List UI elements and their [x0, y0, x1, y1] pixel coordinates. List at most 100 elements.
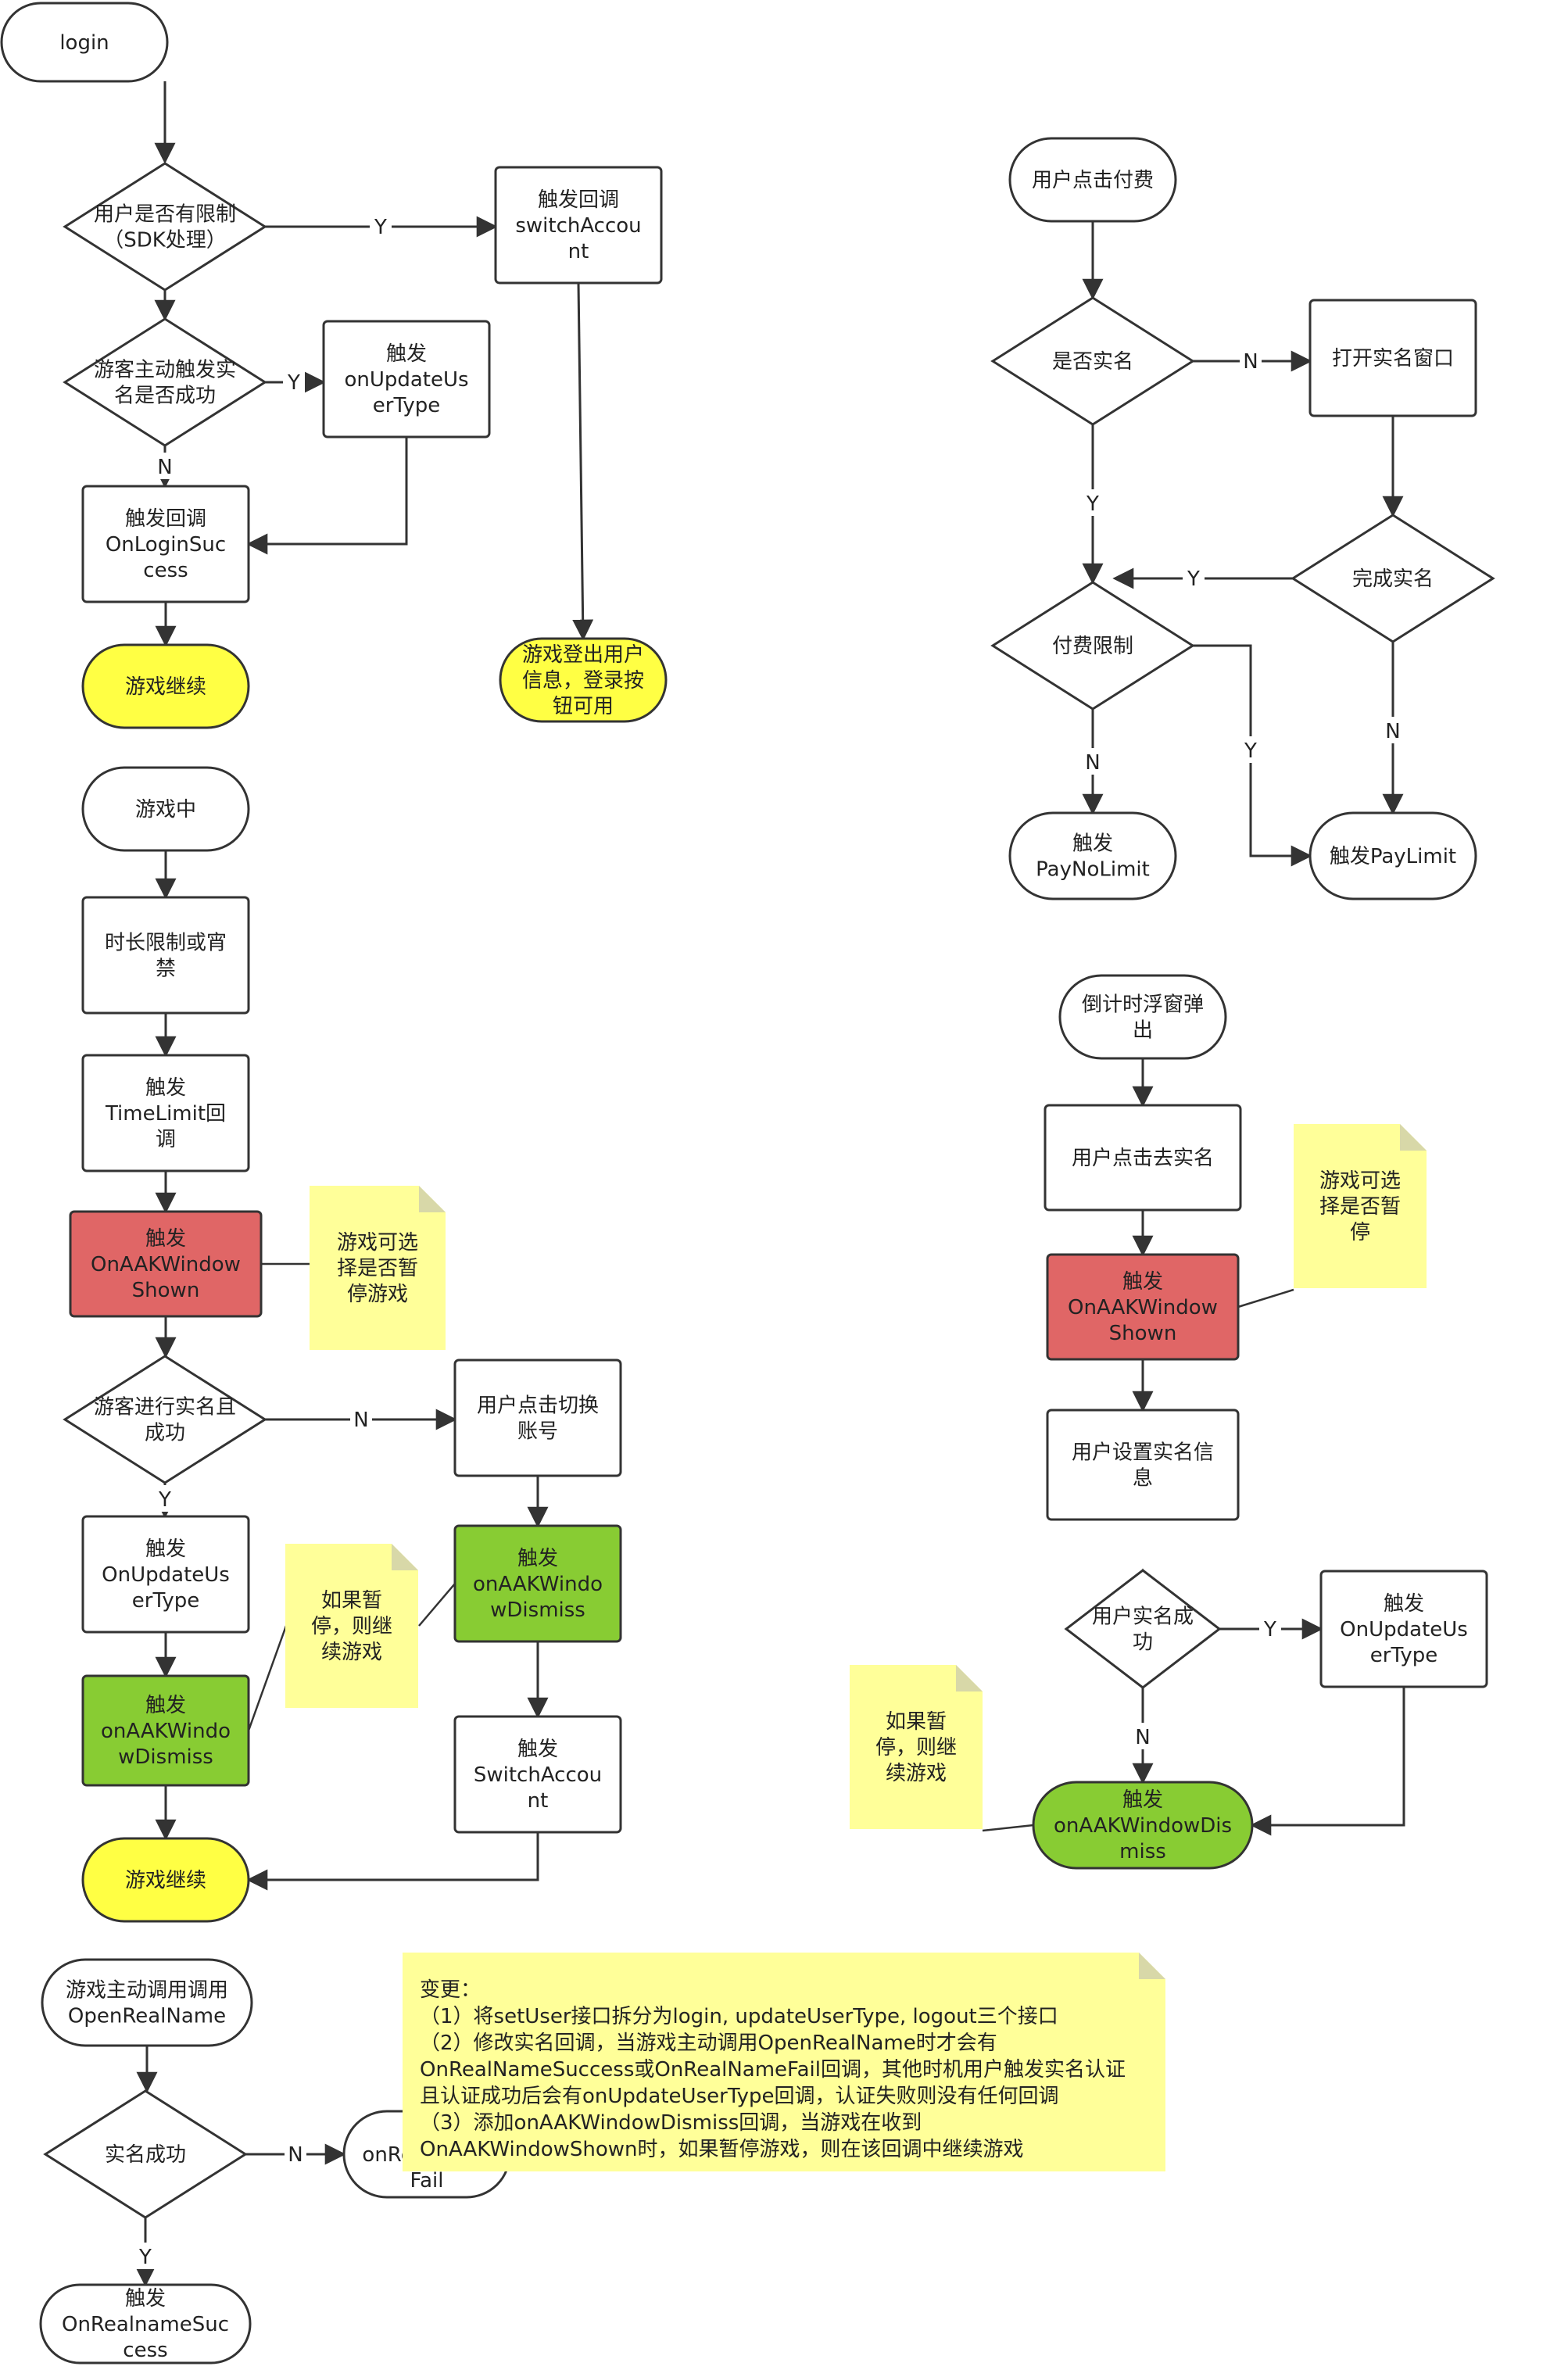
node-label: OnAAKWindow — [91, 1253, 241, 1276]
node-label: OnUpdateUs — [102, 1563, 230, 1587]
node-label: OnAAKWindow — [1068, 1296, 1218, 1319]
terminator-shape — [39, 2283, 252, 2364]
note-line: 变更： — [420, 1978, 481, 2002]
flow-arrow — [246, 437, 408, 555]
node-realname-complete: 完成实名 — [1291, 514, 1495, 643]
node-realname-success: 实名成功 — [43, 2089, 248, 2219]
note-line: 停 — [1350, 1221, 1370, 1244]
node-in-game: 游戏中 — [81, 766, 250, 852]
edge-label-bg — [285, 2140, 306, 2167]
node-label: OnRealnameSuc — [62, 2313, 229, 2336]
node-label: 游戏登出用户 — [522, 643, 644, 667]
node-user-click-pay: 用户点击付费 — [1008, 137, 1177, 223]
node-label: 触发 — [145, 1227, 186, 1251]
decision-shape — [990, 581, 1195, 711]
terminator-shape — [1008, 811, 1177, 900]
note-line: 择是否暂 — [337, 1257, 418, 1280]
decision-shape — [1291, 514, 1495, 643]
node-game-continue-2: 游戏继续 — [81, 1837, 250, 1923]
flow-arrow — [572, 282, 594, 641]
process-shape — [69, 1210, 263, 1318]
node-user-restricted: 用户是否有限制（SDK处理） — [63, 162, 267, 292]
node-label: 游戏继续 — [125, 1869, 206, 1892]
node-pay-limit: 付费限制 — [990, 581, 1195, 711]
node-label: Shown — [132, 1279, 200, 1302]
process-shape — [1319, 1570, 1488, 1688]
node-label: nt — [528, 1789, 549, 1813]
note-shape — [285, 1544, 418, 1708]
process-shape — [1044, 1104, 1242, 1212]
node-label: OpenRealName — [68, 2005, 226, 2028]
node-label: 用户点击去实名 — [1072, 1147, 1214, 1170]
node-label: 触发 — [125, 2287, 166, 2311]
note-line: OnAAKWindowShown时，如果暂停游戏，则在该回调中继续游戏 — [420, 2138, 1024, 2161]
note-line: 停，则继 — [875, 1736, 957, 1759]
process-shape — [1046, 1409, 1240, 1521]
node-label: 完成实名 — [1352, 567, 1434, 591]
note-line: 游戏可选 — [337, 1231, 418, 1255]
node-is-realname: 是否实名 — [990, 296, 1195, 426]
terminator-shape — [1008, 137, 1177, 223]
flow-arrow — [1250, 1687, 1405, 1836]
node-label: 是否实名 — [1052, 350, 1133, 374]
edge-label-bg — [134, 2243, 156, 2269]
note-shape — [850, 1665, 983, 1829]
node-label: onUpdateUs — [344, 368, 468, 392]
node-label: 触发 — [1122, 1788, 1163, 1812]
process-shape — [81, 1515, 250, 1634]
node-label: PayNoLimit — [1036, 858, 1150, 882]
decision-shape — [63, 1355, 267, 1484]
edge-label-yes: Y — [1244, 739, 1257, 763]
node-label: 触发 — [1384, 1592, 1424, 1616]
process-shape — [81, 485, 250, 603]
node-label: 触发 — [145, 1694, 186, 1717]
node-label: erType — [1370, 1644, 1437, 1667]
note-line: OnRealNameSuccess或OnRealNameFail回调，其他时机用… — [420, 2058, 1126, 2082]
node-label: wDismiss — [118, 1745, 213, 1769]
node-label: switchAccou — [515, 214, 641, 238]
note-shape — [310, 1186, 446, 1350]
node-label: nt — [568, 240, 589, 263]
node-label: 游客主动触发实 — [94, 359, 236, 382]
node-label: 触发 — [145, 1538, 186, 1561]
node-label: 信息，登录按 — [522, 669, 644, 693]
edge-label-bg — [283, 368, 305, 395]
node-label: 游客进行实名且 — [94, 1396, 236, 1419]
edge-label-bg — [1082, 748, 1104, 775]
node-label: 调 — [156, 1128, 176, 1151]
process-shape — [453, 1359, 622, 1477]
node-label: 出 — [1133, 1019, 1153, 1043]
note-connector — [418, 1583, 456, 1627]
note-line: （1）将setUser接口拆分为login, updateUserType, l… — [420, 2005, 1058, 2028]
process-shape — [81, 1054, 250, 1172]
edge-label-no: N — [1085, 751, 1100, 775]
node-label: 触发PayLimit — [1330, 845, 1456, 868]
note-line: 停，则继 — [311, 1615, 392, 1638]
node-label: OnLoginSuc — [106, 533, 226, 557]
edge-label-bg — [154, 453, 176, 479]
process-shape — [81, 1674, 250, 1787]
node-user-click-realname: 用户点击去实名 — [1044, 1104, 1242, 1212]
node-label: 游戏主动调用调用 — [66, 1979, 228, 2003]
edge-label-no: N — [1135, 1726, 1150, 1749]
note-line: （3）添加onAAKWindowDismiss回调，当游戏在收到 — [420, 2111, 922, 2135]
edge-label-yes: Y — [1263, 1618, 1276, 1641]
node-label: 触发 — [386, 342, 427, 366]
node-label: 时长限制或宵 — [105, 932, 227, 955]
node-label: 触发 — [1072, 832, 1113, 856]
note-connector — [982, 1824, 1034, 1832]
node-label: OnUpdateUs — [1340, 1618, 1468, 1641]
process-shape — [322, 320, 491, 439]
